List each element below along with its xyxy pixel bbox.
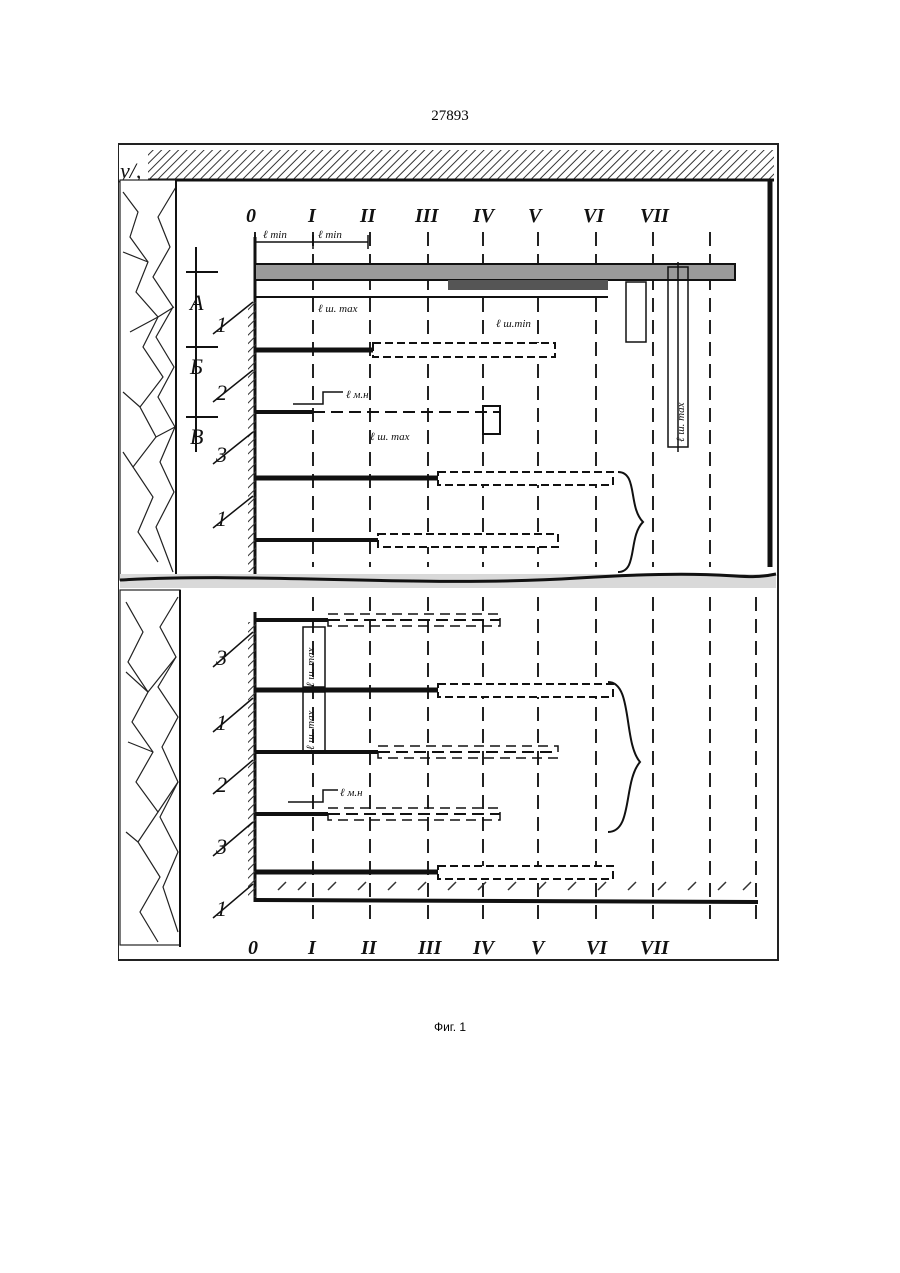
top-column-labels: 0 I II III IV V VI VII	[246, 205, 670, 227]
face-hatch-bottom	[248, 622, 256, 897]
bottom-row-label-1: 3	[215, 645, 227, 670]
bottom-col-7: VII	[640, 937, 670, 959]
top-col-3: III	[414, 205, 440, 227]
section-b: Б	[189, 354, 203, 379]
dim-l-min-2: ℓ min	[318, 229, 342, 241]
top-col-6: VI	[583, 205, 605, 227]
bottom-row-4-rod	[255, 808, 500, 820]
top-col-7: VII	[640, 205, 670, 227]
top-heavy-bar	[255, 264, 735, 280]
section-markers	[186, 247, 218, 452]
rock-texture	[120, 180, 180, 945]
top-row-2-rod	[255, 406, 500, 434]
dim-l-mn-leader	[293, 392, 343, 404]
technical-figure: y/,	[118, 142, 780, 962]
top-hatch-band	[148, 150, 774, 180]
bottom-col-5: V	[531, 937, 546, 959]
dim-l-sh-max-4: ℓ ш. max	[305, 710, 317, 750]
top-row-label-1: 1	[216, 312, 227, 337]
bottom-base-line	[255, 900, 758, 902]
top-col-0: 0	[246, 205, 256, 227]
dim-l-mn-2: ℓ м.н	[340, 787, 363, 799]
bottom-row-label-2: 1	[216, 710, 227, 735]
dim-l-min-1: ℓ min	[263, 229, 287, 241]
section-a: А	[188, 290, 204, 315]
top-col-2: II	[359, 205, 377, 227]
bottom-row-3-rod	[255, 746, 558, 758]
top-row-label-2: 2	[216, 380, 227, 405]
bottom-row-label-4: 3	[215, 834, 227, 859]
dim-l-sh-max-2: ℓ ш. max	[370, 431, 410, 443]
dim-l-sh-max-5: ℓ ш. max	[675, 402, 687, 442]
top-row-label-3: 3	[215, 442, 227, 467]
top-row-1-rod	[255, 343, 555, 357]
bottom-col-3: III	[417, 937, 443, 959]
section-v: В	[190, 424, 203, 449]
page-number: 27893	[0, 108, 900, 125]
bottom-row-label-3: 2	[216, 772, 227, 797]
top-col-5: V	[528, 205, 543, 227]
bottom-col-4: IV	[472, 937, 496, 959]
bottom-col-1: I	[307, 937, 317, 959]
top-brace	[618, 472, 643, 572]
bottom-row-1-rod	[255, 614, 500, 626]
bottom-row-label-5: 1	[216, 896, 227, 921]
top-row-4-rod	[255, 534, 558, 547]
dim-l-mn: ℓ м.н	[346, 389, 369, 401]
top-col-1: I	[307, 205, 317, 227]
dim-l-sh-max-3: ℓ ш. max	[305, 647, 317, 687]
bottom-col-2: II	[360, 937, 378, 959]
face-hatch-top	[248, 302, 256, 572]
bottom-column-labels: 0 I II III IV V VI VII	[248, 937, 670, 959]
bottom-brace	[608, 682, 640, 832]
bottom-col-6: VI	[586, 937, 608, 959]
bottom-col-0: 0	[248, 937, 258, 959]
top-col-4: IV	[472, 205, 496, 227]
top-bar-shaded	[448, 280, 608, 290]
top-row-3-rod	[255, 472, 613, 485]
dim-l-sh-max: ℓ ш. max	[318, 303, 358, 315]
corner-label: y/,	[118, 158, 141, 183]
bottom-row-5-rod	[255, 866, 613, 879]
dim-l-sh-min: ℓ ш.min	[496, 318, 531, 330]
top-row-label-4: 1	[216, 506, 227, 531]
diagram-svg: y/,	[118, 142, 780, 962]
bottom-base-hatch	[278, 882, 751, 890]
figure-caption: Фиг. 1	[0, 1020, 900, 1034]
